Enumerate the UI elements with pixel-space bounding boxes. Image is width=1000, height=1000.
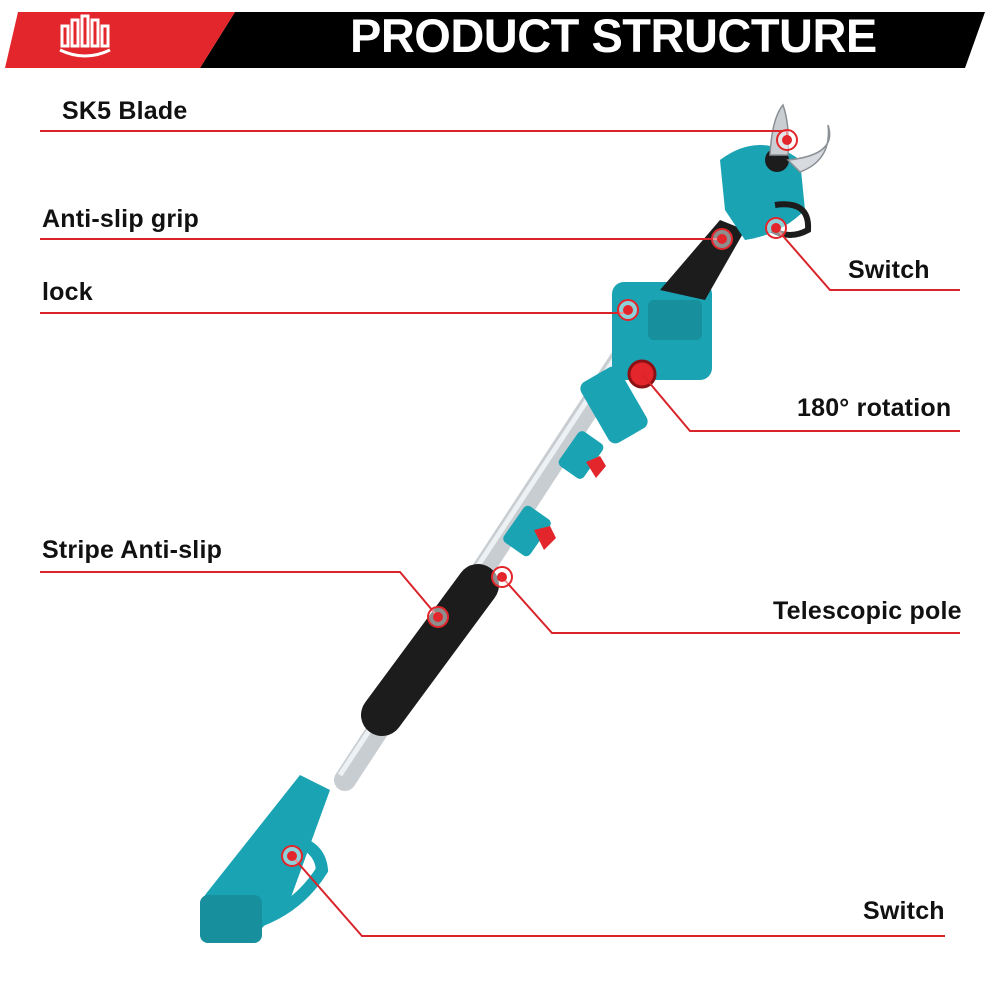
marker-switch-top bbox=[765, 217, 787, 239]
upper-blade bbox=[786, 124, 831, 173]
rotation-joint bbox=[580, 366, 648, 444]
lock-cover bbox=[648, 300, 702, 340]
battery-mount bbox=[200, 895, 262, 943]
callout-markers bbox=[281, 129, 798, 867]
lower-trigger-guard bbox=[256, 834, 329, 926]
label-anti-slip-grip: Anti-slip grip bbox=[42, 205, 199, 233]
page-title: PRODUCT STRUCTURE bbox=[350, 9, 877, 62]
pole-clamp-upper bbox=[558, 431, 606, 479]
pole-clamp-lower bbox=[503, 505, 556, 557]
marker-sk5-blade bbox=[776, 129, 798, 151]
callout-line-switch-top bbox=[775, 227, 960, 291]
clamp-lever-lower bbox=[534, 526, 556, 550]
label-stripe-anti-slip: Stripe Anti-slip bbox=[42, 536, 223, 564]
label-rotation: 180° rotation bbox=[797, 394, 952, 422]
marker-lock bbox=[617, 299, 639, 321]
label-switch-top: Switch bbox=[848, 256, 930, 284]
clamp-lever-upper bbox=[586, 456, 606, 478]
header-black-band bbox=[200, 12, 985, 68]
label-telescopic-pole: Telescopic pole bbox=[773, 597, 962, 625]
marker-anti-slip-grip bbox=[711, 228, 733, 250]
marker-stripe-anti-slip bbox=[427, 606, 449, 628]
label-lock: lock bbox=[42, 278, 93, 306]
callout-line-sk5-blade bbox=[40, 130, 788, 140]
header-bar bbox=[5, 12, 985, 68]
label-sk5-blade: SK5 Blade bbox=[62, 97, 188, 125]
marker-switch-bottom bbox=[281, 845, 303, 867]
callout-line-telescopic-pole bbox=[501, 576, 960, 634]
callout-line-stripe-anti-slip bbox=[40, 571, 439, 618]
callout-line-switch-bottom bbox=[291, 855, 945, 937]
brand-logo-icon bbox=[59, 14, 111, 58]
label-switch-bottom: Switch bbox=[863, 897, 945, 925]
stripe-grip bbox=[361, 564, 499, 736]
callout-line-rotation bbox=[641, 373, 960, 432]
marker-telescopic-pole bbox=[491, 566, 513, 588]
